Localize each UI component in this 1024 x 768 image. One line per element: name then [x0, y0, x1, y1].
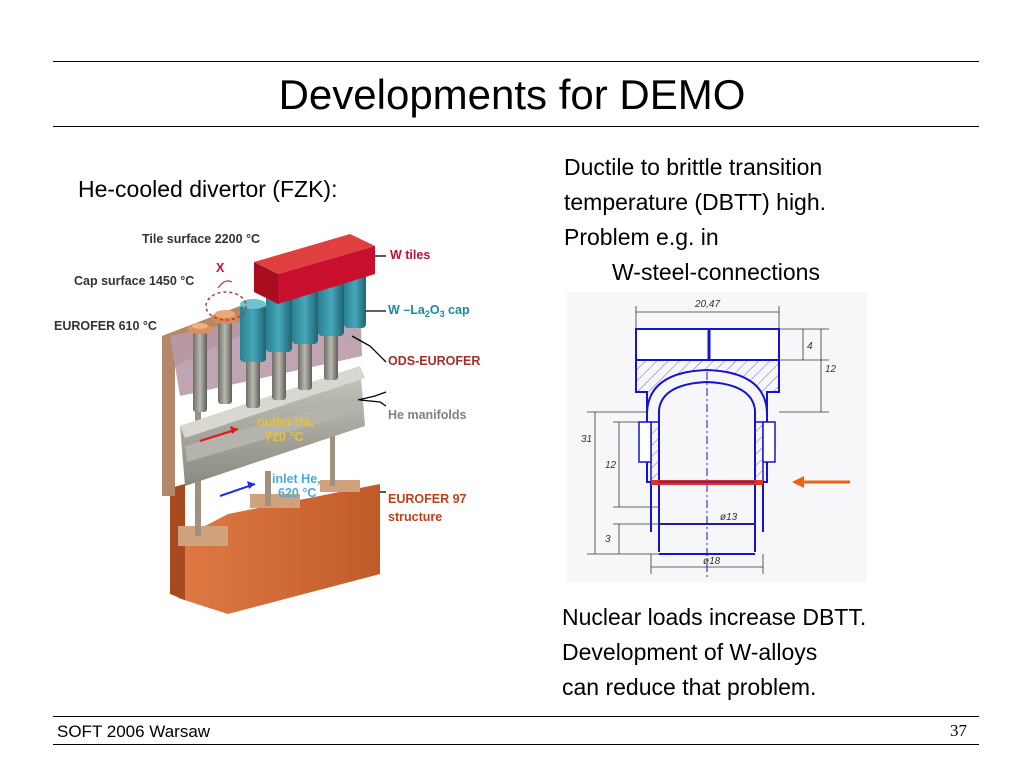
nuclear-line-3: can reduce that problem.: [562, 674, 817, 700]
dim-d18: ø18: [703, 556, 721, 567]
nuclear-loads-description: Nuclear loads increase DBTT. Development…: [562, 600, 866, 705]
he-manifold: [180, 366, 365, 486]
eurofer97-label-line1: EUROFER 97: [388, 492, 467, 506]
flange-right: [762, 421, 776, 463]
dbtt-line-1: Ductile to brittle transition: [564, 154, 823, 180]
dbtt-line-3: Problem e.g. in: [564, 224, 719, 250]
eurofer-temp-label: EUROFER 610 °C: [54, 319, 157, 333]
dbtt-description: Ductile to brittle transition temperatur…: [564, 150, 826, 290]
dim-12-right: 12: [825, 364, 837, 375]
dbtt-line-2: temperature (DBTT) high.: [564, 189, 827, 215]
divertor-illustration: Tile surface 2200 °C X Cap surface 1450 …: [54, 232, 480, 614]
dim-top: 20,47: [694, 299, 720, 310]
dim-d13: ø13: [720, 512, 738, 523]
inlet-arrowhead: [247, 481, 255, 489]
cap-body: [635, 359, 780, 413]
page-number: 37: [950, 721, 967, 740]
w-cap-label: W –La2O3 cap: [388, 303, 470, 319]
title-rule: [53, 126, 979, 127]
dbtt-line-4: W-steel-connections: [612, 259, 820, 285]
footer-rule-bottom: [53, 744, 979, 745]
footer-rule: [53, 716, 979, 717]
dim-4: 4: [807, 341, 813, 352]
eurofer97-label-line2: structure: [388, 510, 442, 524]
w-steel-connection-drawing: 20,47 4 12 31 12 3 ø13 ø18: [567, 292, 867, 582]
x-mark: X: [216, 261, 225, 275]
inner-wall: [658, 380, 756, 552]
cap-surface-label: Cap surface 1450 °C: [74, 274, 194, 288]
tile-surface-label: Tile surface 2200 °C: [142, 232, 260, 246]
nuclear-line-2: Development of W-alloys: [562, 639, 818, 665]
top-rule: [53, 61, 979, 62]
inlet-label-line1: inlet He,: [272, 472, 321, 486]
outlet-arrowhead: [230, 426, 238, 434]
dim-31: 31: [581, 434, 592, 445]
divertor-heading: He-cooled divertor (FZK):: [78, 176, 338, 202]
tile-caps-open: [187, 310, 239, 334]
dim-12-left: 12: [605, 460, 617, 471]
he-manifolds-label: He manifolds: [388, 408, 467, 422]
dim-3: 3: [605, 534, 611, 545]
nuclear-line-1: Nuclear loads increase DBTT.: [562, 604, 867, 630]
inlet-label-line2: 620 °C: [278, 486, 316, 500]
joint-pointer-arrow: [792, 476, 850, 488]
w-tiles-label: W tiles: [390, 248, 430, 262]
w-caps: [240, 270, 366, 362]
ods-eurofer-label: ODS-EUROFER: [388, 354, 480, 368]
cap-highlight-circle: [205, 291, 247, 321]
slide-title: Developments for DEMO: [278, 71, 746, 118]
steel-sleeve-left: [650, 421, 660, 483]
footer-text: SOFT 2006 Warsaw: [57, 722, 211, 741]
leader-lines: [351, 255, 387, 493]
steel-sleeve-right: [754, 421, 764, 483]
outlet-label-line1: outlet He,: [257, 415, 314, 429]
w-tiles-block: [254, 234, 375, 304]
dimension-lines: [587, 306, 829, 574]
outlet-label-line2: 720 °C: [265, 430, 303, 444]
cap-pointer: [217, 280, 233, 289]
flange-left: [638, 421, 652, 463]
